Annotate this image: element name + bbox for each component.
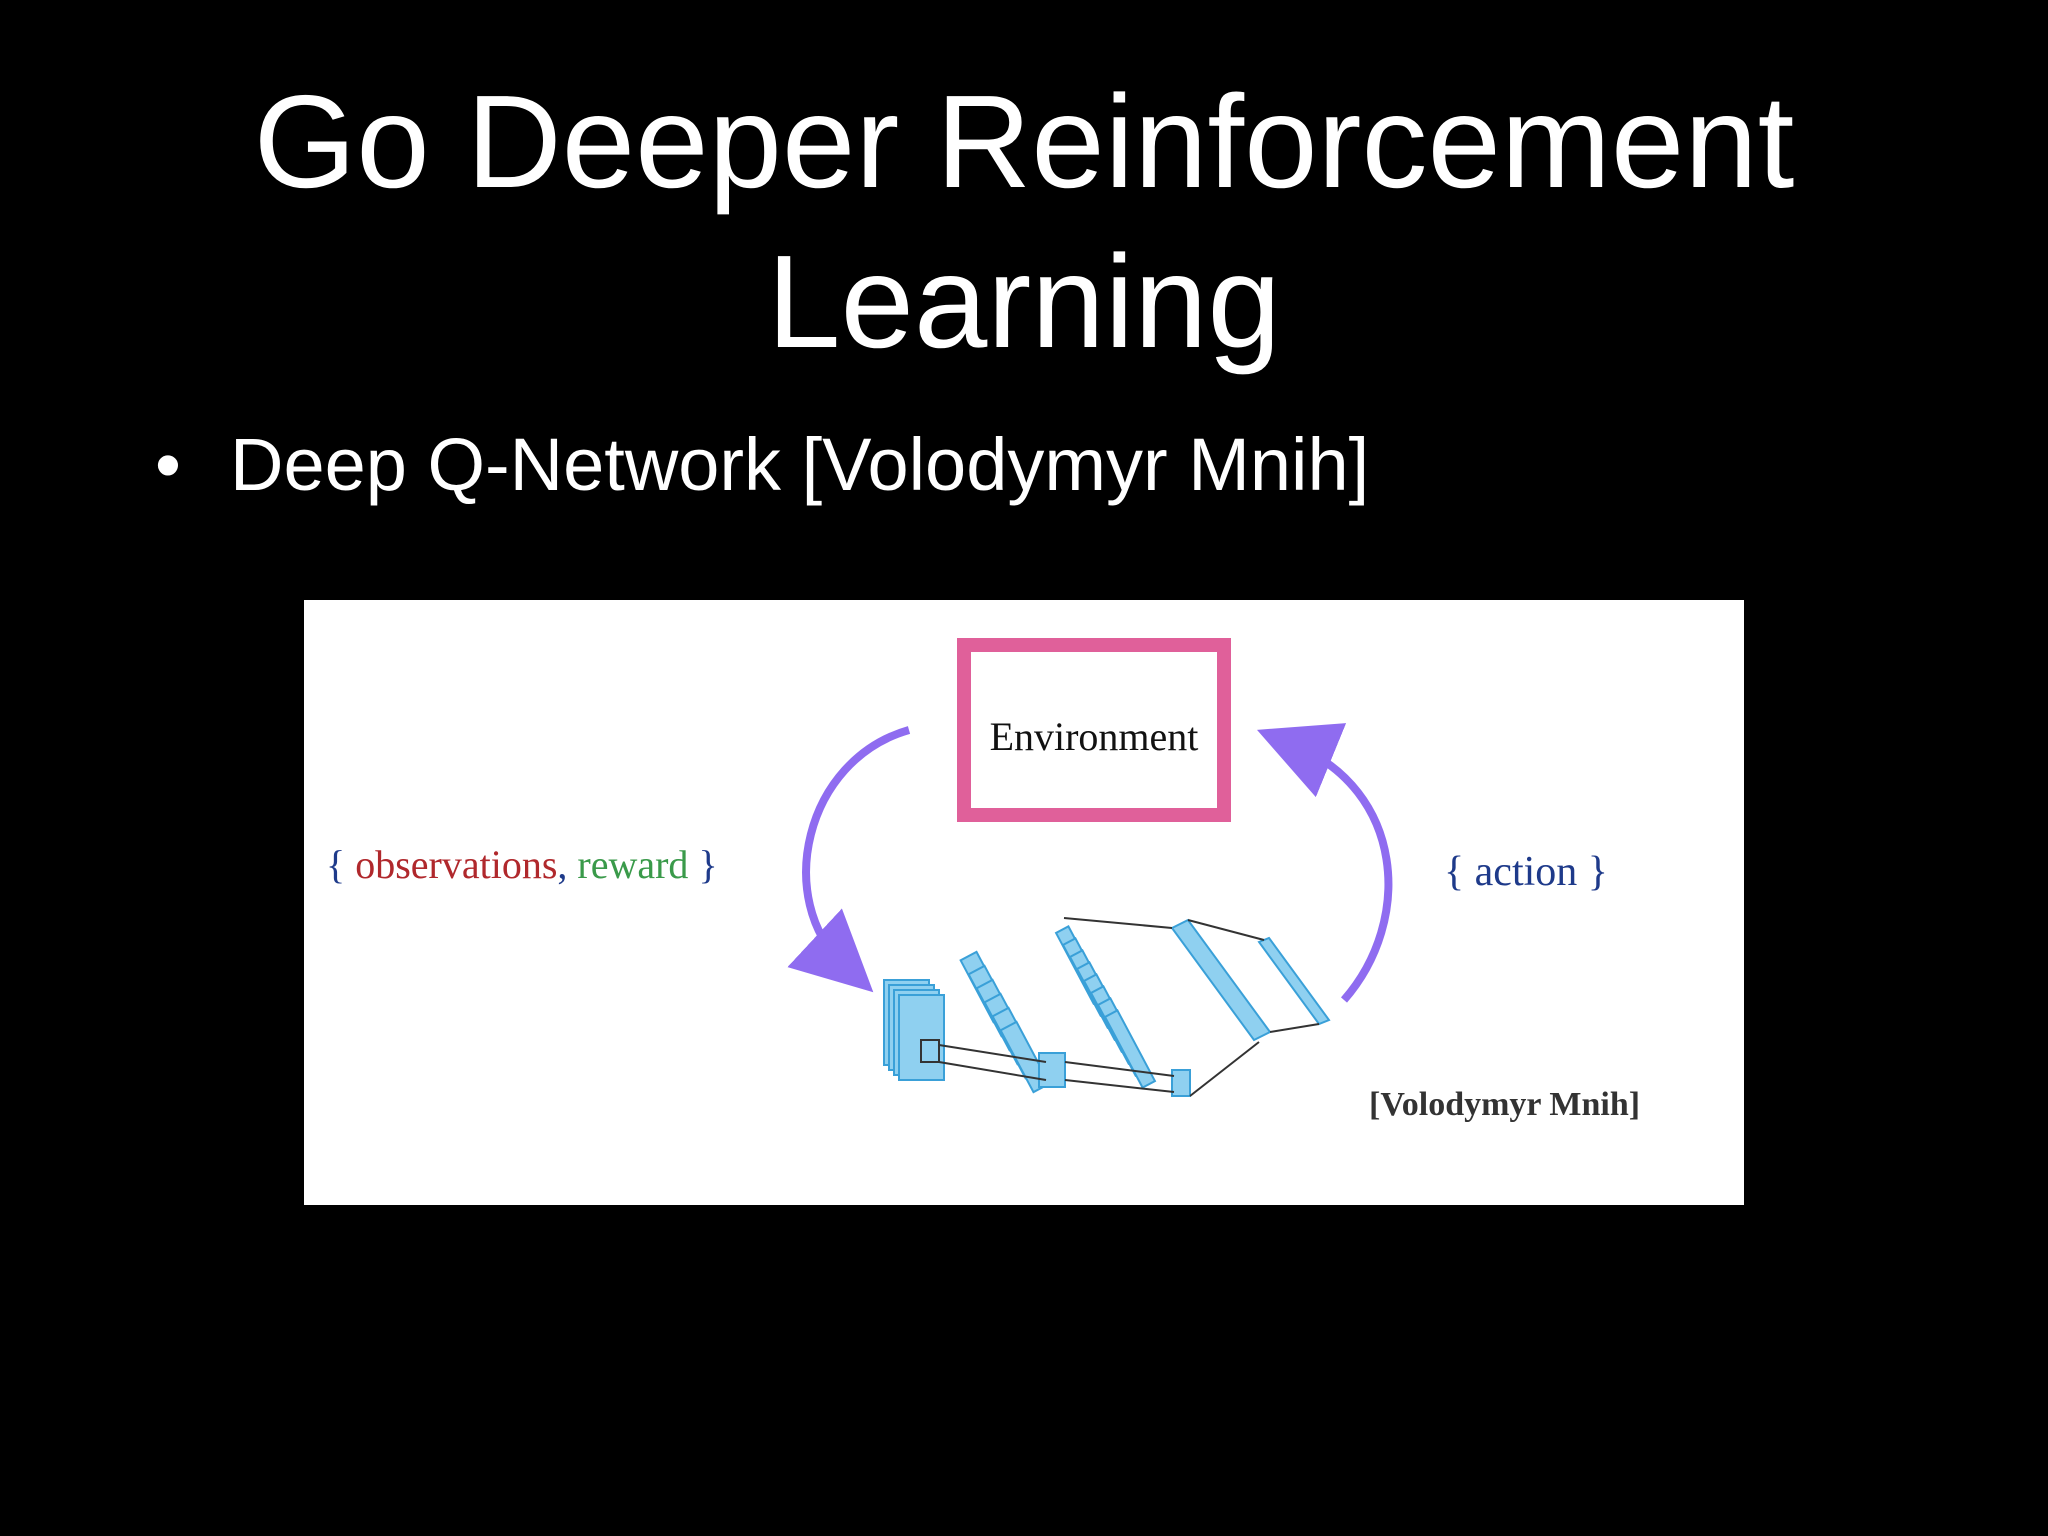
dqn-figure: Environment { observations, reward } { a… xyxy=(304,600,1744,1205)
slide-title-line-1: Go Deeper Reinforcement xyxy=(253,68,1795,215)
observation-arrow xyxy=(787,726,911,993)
observations-reward-label: { observations, reward } xyxy=(326,842,718,887)
observations-text: observations xyxy=(355,842,557,887)
obs-comma: , xyxy=(557,842,577,887)
connection-lines xyxy=(938,917,1320,1097)
conv-layer-1 xyxy=(959,950,1066,1094)
fc-layer-output xyxy=(1257,936,1331,1026)
reward-text: reward xyxy=(577,842,688,887)
environment-box xyxy=(957,638,1231,822)
obs-close-brace: } xyxy=(688,842,717,887)
bullet-text: Deep Q-Network [Volodymyr Mnih] xyxy=(230,423,1370,506)
slide-title-line-2: Learning xyxy=(767,228,1281,375)
citation-label: [Volodymyr Mnih] xyxy=(1369,1086,1640,1123)
input-layer-stack xyxy=(883,979,945,1081)
bullet-marker: • xyxy=(155,423,181,506)
slide-title: Go Deeper Reinforcement Learning xyxy=(0,62,2048,382)
bullet-item: • Deep Q-Network [Volodymyr Mnih] xyxy=(155,420,1369,510)
obs-open-brace: { xyxy=(326,842,355,887)
action-label: { action } xyxy=(1444,849,1608,895)
conv-layer-2 xyxy=(1054,925,1191,1097)
action-arrow xyxy=(1256,723,1393,1003)
environment-label: Environment xyxy=(990,714,1199,759)
dqn-diagram: Environment { observations, reward } { a… xyxy=(326,638,1640,1123)
